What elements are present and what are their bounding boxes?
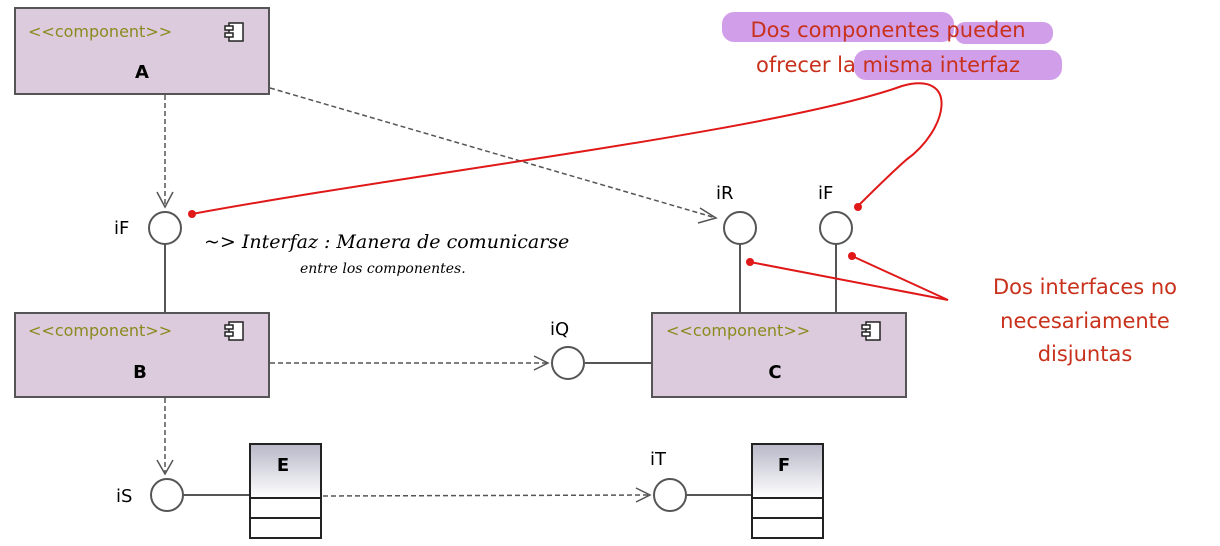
handwritten-note-line2: entre los componentes. [300,261,466,277]
dependency-arrowheads [156,191,718,503]
class-e-name: E [277,455,289,476]
class-e: E [249,443,322,539]
note-top-line1: Dos componentes pueden [750,18,1025,42]
note-right-line3: disjuntas [1038,342,1133,366]
interface-is [150,478,184,512]
annotation-dots [188,203,862,266]
interface-label-if-b: iF [114,218,129,239]
component-c: <<component>> C [651,312,907,398]
note-highlights [722,12,1062,80]
interface-label-is: iS [116,486,132,507]
interface-iq [551,346,585,380]
interface-if-b [148,211,182,245]
interface-label-iq: iQ [550,319,569,340]
component-icon [861,321,881,341]
class-f-name: F [778,455,790,476]
component-b: <<component>> B [14,312,270,398]
component-c-name: C [768,362,781,383]
component-a: <<component>> A [14,7,270,95]
note-right-line1: Dos interfaces no [993,275,1177,299]
interface-label-if-c: iF [818,183,833,204]
component-a-stereotype: <<component>> [28,22,172,41]
interface-label-it: iT [650,449,667,470]
component-a-name: A [135,62,149,83]
component-c-stereotype: <<component>> [666,321,810,340]
component-b-name: B [133,362,147,383]
component-b-stereotype: <<component>> [28,321,172,340]
note-right-line2: necesariamente [1000,309,1170,333]
component-icon [224,22,244,42]
handwritten-note-line1: ~> Interfaz : Manera de comunicarse [204,231,569,253]
interface-ir [723,211,757,245]
class-f: F [751,443,824,539]
interface-label-ir: iR [716,183,734,204]
dependency-lines [164,87,717,497]
note-top-line2: ofrecer la misma interfaz [756,53,1020,77]
interface-it [653,478,687,512]
interface-if-c [819,211,853,245]
annotation-lines [191,82,949,301]
component-icon [224,321,244,341]
